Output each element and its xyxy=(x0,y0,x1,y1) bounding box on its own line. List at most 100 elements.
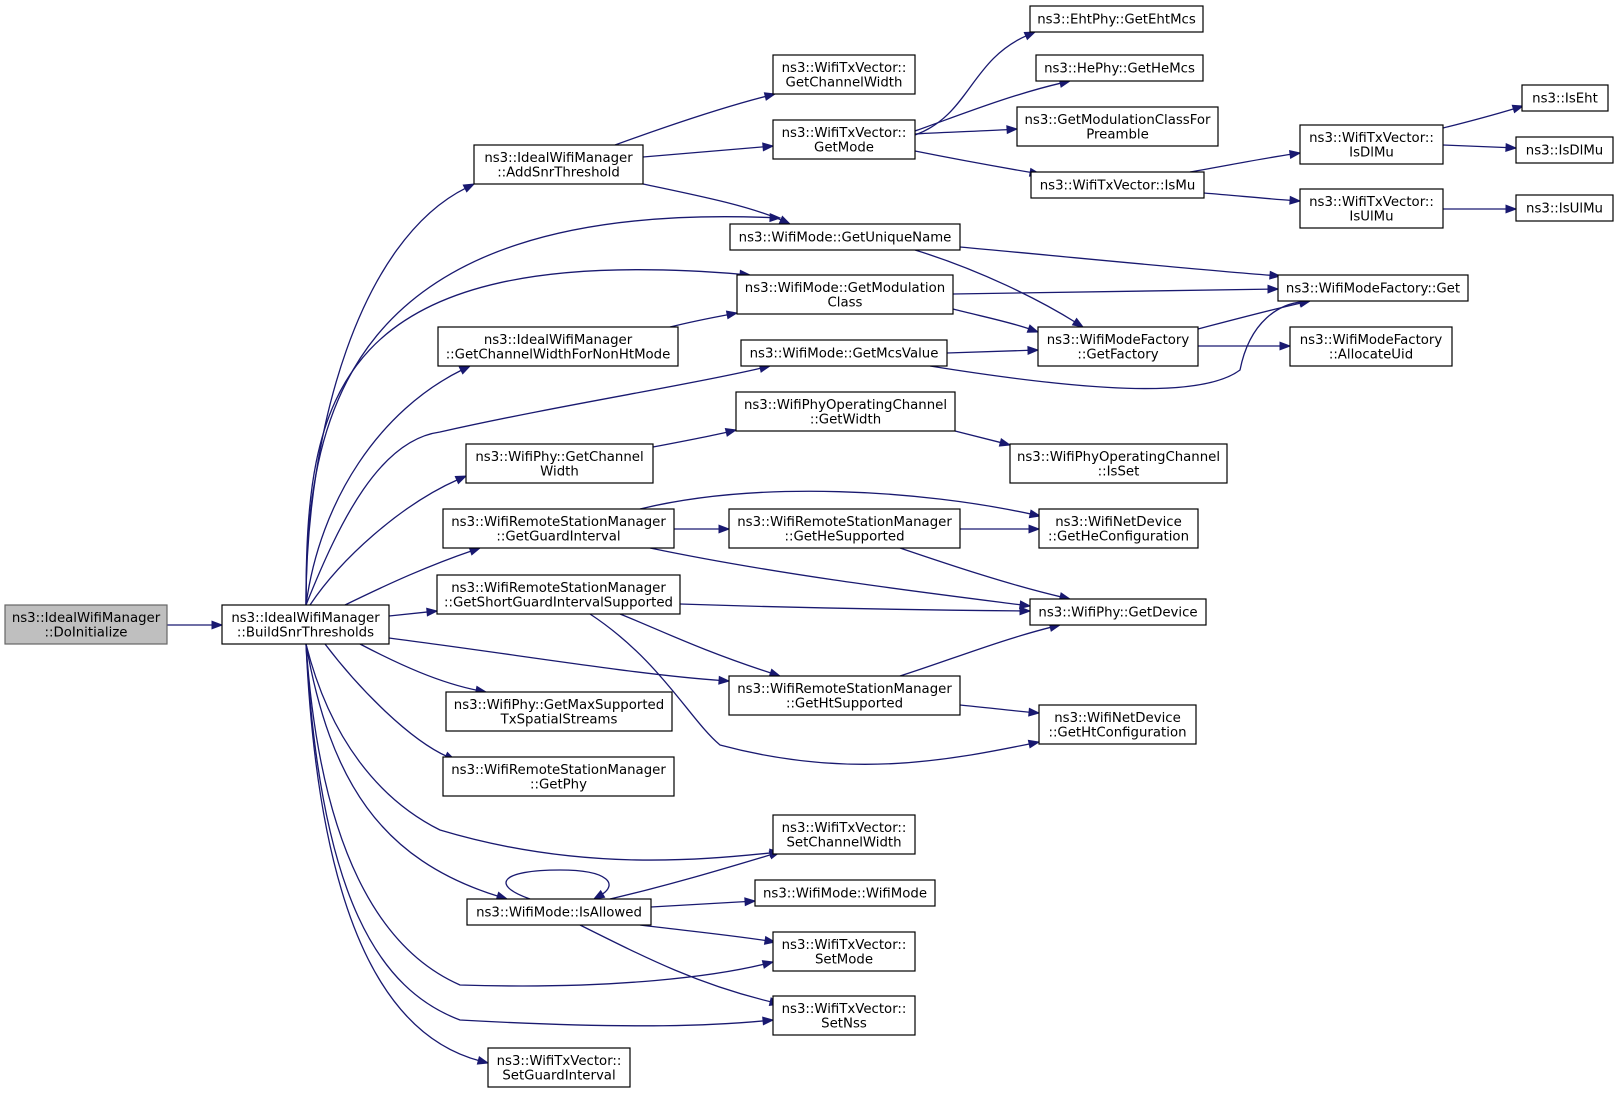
node-box xyxy=(1515,194,1614,222)
edge-BuildSnrThresholds-to-SetGuardInterval xyxy=(305,643,490,1065)
node-label-line: ::GetPhy xyxy=(530,777,587,792)
node-get-eht-mcs[interactable]: ns3::EhtPhy::GetEhtMcs xyxy=(1029,5,1204,33)
node-factory-get[interactable]: ns3::WifiModeFactory::Get xyxy=(1277,274,1469,302)
node-is-eht[interactable]: ns3::IsEht xyxy=(1521,84,1609,112)
edge-GetFactory-to-AllocateUid xyxy=(1198,341,1292,351)
node-label-line: ::DoInitialize xyxy=(45,625,128,640)
edge-line xyxy=(388,637,722,682)
node-tx-get-mode[interactable]: ns3::WifiTxVector::GetMode xyxy=(772,119,916,160)
node-box xyxy=(1289,326,1453,367)
node-get-phy[interactable]: ns3::WifiRemoteStationManager::GetPhy xyxy=(442,756,675,797)
node-get-factory[interactable]: ns3::WifiModeFactory::GetFactory xyxy=(1037,326,1199,367)
node-get-he-configuration[interactable]: ns3::WifiNetDevice::GetHeConfiguration xyxy=(1038,508,1199,549)
arrow-head xyxy=(763,92,777,101)
edge-line xyxy=(1203,192,1293,202)
edge-BuildSnrThresholds-to-GetGuardInterval xyxy=(344,547,482,606)
node-box xyxy=(442,756,675,797)
node-box xyxy=(221,604,390,645)
node-get-short-gisupported[interactable]: ns3::WifiRemoteStationManager::GetShortG… xyxy=(436,574,681,615)
node-box xyxy=(1299,188,1444,229)
node-get-ch-width-non-ht[interactable]: ns3::IdealWifiManager::GetChannelWidthFo… xyxy=(437,326,679,367)
edge-BuildSnrThresholds-to-PhyGetChannelWidth xyxy=(309,475,468,606)
node-add-snr-threshold[interactable]: ns3::IdealWifiManager::AddSnrThreshold xyxy=(473,144,644,185)
node-set-guard-interval[interactable]: ns3::WifiTxVector::SetGuardInterval xyxy=(487,1047,631,1088)
node-set-mode[interactable]: ns3::WifiTxVector::SetMode xyxy=(772,931,916,972)
node-get-he-mcs[interactable]: ns3::HePhy::GetHeMcs xyxy=(1035,54,1204,82)
node-tx-is-dl-mu[interactable]: ns3::WifiTxVector::IsDlMu xyxy=(1299,124,1444,165)
node-box xyxy=(437,326,679,367)
node-is-allowed[interactable]: ns3::WifiMode::IsAllowed xyxy=(466,898,652,926)
edge-IsAllowed-to-SetNss xyxy=(579,924,782,1006)
node-box xyxy=(772,931,916,972)
node-mode-get-mod-class[interactable]: ns3::WifiMode::GetModulationClass xyxy=(736,274,954,315)
node-label-line: ::IsSet xyxy=(1098,464,1140,479)
node-label-line: SetNss xyxy=(821,1016,867,1031)
arrow-head xyxy=(1267,284,1280,294)
arrow-head xyxy=(762,1016,775,1026)
edge-GetUniqueName-to-GetFactory xyxy=(914,249,1085,328)
node-label-line: ns3::WifiPhyOperatingChannel xyxy=(744,398,947,413)
node-box xyxy=(772,814,916,855)
node-set-channel-width[interactable]: ns3::WifiTxVector::SetChannelWidth xyxy=(772,814,916,855)
edge-line xyxy=(344,549,473,606)
node-tx-get-channel-width[interactable]: ns3::WifiTxVector::GetChannelWidth xyxy=(772,54,916,95)
node-label-line: ns3::IsUlMu xyxy=(1526,202,1603,217)
node-get-ht-configuration[interactable]: ns3::WifiNetDevice::GetHtConfiguration xyxy=(1038,704,1197,745)
node-label-line: ns3::HePhy::GetHeMcs xyxy=(1044,62,1195,77)
node-get-unique-name[interactable]: ns3::WifiMode::GetUniqueName xyxy=(729,223,961,251)
node-build-snr-thresholds[interactable]: ns3::IdealWifiManager::BuildSnrThreshold… xyxy=(221,604,390,645)
node-is-dl-mu[interactable]: ns3::IsDlMu xyxy=(1515,136,1614,164)
node-label-line: ns3::WifiRemoteStationManager xyxy=(451,515,666,530)
edge-TxIsDlMu-to-IsEht xyxy=(1442,104,1525,129)
node-phy-get-device[interactable]: ns3::WifiPhy::GetDevice xyxy=(1029,598,1207,626)
node-get-max-tx-ss[interactable]: ns3::WifiPhy::GetMaxSupportedTxSpatialSt… xyxy=(445,691,673,732)
node-is-ul-mu[interactable]: ns3::IsUlMu xyxy=(1515,194,1614,222)
node-get-he-supported[interactable]: ns3::WifiRemoteStationManager::GetHeSupp… xyxy=(728,508,961,549)
node-label-line: TxSpatialStreams xyxy=(500,712,618,727)
edge-line xyxy=(305,368,464,606)
node-label-line: ns3::WifiModeFactory xyxy=(1047,333,1190,348)
node-get-mcs-value[interactable]: ns3::WifiMode::GetMcsValue xyxy=(740,339,948,367)
node-get-guard-interval[interactable]: ns3::WifiRemoteStationManager::GetGuardI… xyxy=(442,508,675,549)
node-box xyxy=(740,339,948,367)
node-label-line: Preamble xyxy=(1086,127,1149,142)
node-phy-get-channel-width[interactable]: ns3::WifiPhy::GetChannelWidth xyxy=(465,443,654,484)
node-tx-is-ul-mu[interactable]: ns3::WifiTxVector::IsUlMu xyxy=(1299,188,1444,229)
arrow-head xyxy=(1023,31,1037,41)
edge-line xyxy=(1197,302,1303,330)
edge-line xyxy=(642,146,766,158)
edge-BuildSnrThresholds-to-SetMode xyxy=(305,643,775,987)
node-label-line: Class xyxy=(828,295,863,310)
node-wifi-mode-ctor[interactable]: ns3::WifiMode::WifiMode xyxy=(754,879,936,907)
node-box xyxy=(754,879,936,907)
node-label-line: ns3::GetModulationClassFor xyxy=(1024,113,1211,128)
arrow-head xyxy=(744,897,757,907)
edge-GetHtSupported-to-GetHtConfiguration xyxy=(959,704,1041,717)
arrow-head xyxy=(1027,739,1041,749)
edge-TxIsDlMu-to-IsDlMu xyxy=(1442,142,1518,152)
edge-TxGetMode-to-TxIsMu xyxy=(914,150,1042,177)
node-label-line: ns3::WifiTxVector:: xyxy=(782,126,907,141)
node-get-ht-supported[interactable]: ns3::WifiRemoteStationManager::GetHtSupp… xyxy=(728,675,961,716)
node-label-line: ns3::WifiMode::IsAllowed xyxy=(476,906,642,921)
node-do-initialize[interactable]: ns3::IdealWifiManager::DoInitialize xyxy=(4,604,168,645)
node-op-ch-is-set[interactable]: ns3::WifiPhyOperatingChannel::IsSet xyxy=(1009,443,1228,484)
node-allocate-uid[interactable]: ns3::WifiModeFactory::AllocateUid xyxy=(1289,326,1453,367)
edge-line xyxy=(388,611,430,617)
node-op-ch-get-width[interactable]: ns3::WifiPhyOperatingChannel::GetWidth xyxy=(735,391,956,432)
node-box xyxy=(1038,704,1197,745)
node-label-line: ns3::WifiTxVector:: xyxy=(1309,131,1434,146)
node-label-line: ::GetChannelWidthForNonHtMode xyxy=(446,347,671,362)
edge-line xyxy=(305,216,773,606)
node-set-nss[interactable]: ns3::WifiTxVector::SetNss xyxy=(772,995,916,1036)
arrow-head xyxy=(998,437,1012,447)
edge-BuildSnrThresholds-to-GetPhy xyxy=(324,643,457,761)
edge-line xyxy=(959,246,1273,277)
edge-line xyxy=(579,924,773,1003)
node-box xyxy=(465,443,654,484)
node-label-line: ::GetHtSupported xyxy=(786,696,903,711)
node-label-line: GetMode xyxy=(814,140,874,155)
arrow-head xyxy=(1028,509,1042,519)
node-tx-is-mu[interactable]: ns3::WifiTxVector::IsMu xyxy=(1030,171,1205,199)
